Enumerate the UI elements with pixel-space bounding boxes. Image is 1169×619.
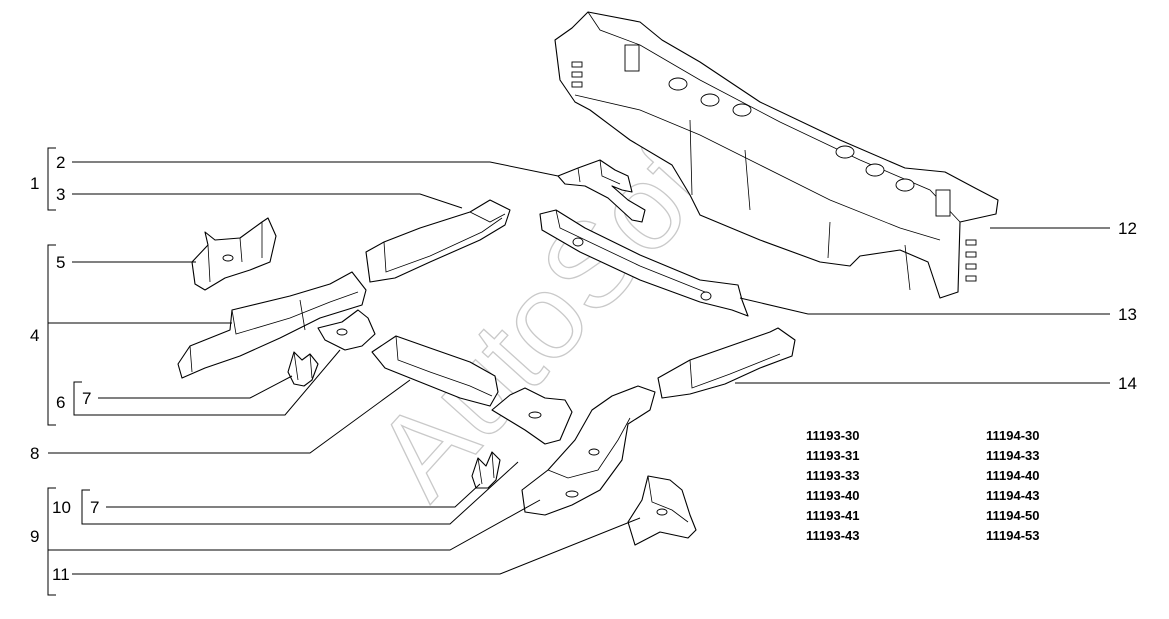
label-7-upper: 7 — [82, 389, 91, 408]
part-13-crossmember — [539, 209, 749, 317]
label-10: 10 — [52, 498, 71, 517]
code-right-4: 11194-43 — [986, 488, 1040, 503]
code-right-1: 11194-30 — [986, 428, 1040, 443]
part-plate-lower — [491, 387, 573, 445]
code-right-6: 11194-53 — [986, 528, 1040, 543]
leader-3 — [72, 193, 463, 209]
part-11-bracket — [627, 475, 697, 546]
label-7-lower: 7 — [90, 498, 99, 517]
code-right-5: 11194-50 — [986, 508, 1040, 523]
part-2-bracket — [557, 159, 646, 223]
code-left-5: 11193-41 — [806, 508, 860, 523]
label-3: 3 — [56, 185, 65, 204]
label-14: 14 — [1118, 374, 1137, 393]
leader-6 — [74, 349, 341, 416]
label-6: 6 — [56, 393, 65, 412]
model-codes-right: 11194-30 11194-33 11194-40 11194-43 1119… — [986, 428, 1040, 543]
leader-11 — [72, 517, 641, 575]
code-left-3: 11193-33 — [806, 468, 860, 483]
code-right-2: 11194-33 — [986, 448, 1040, 463]
label-1: 1 — [30, 174, 39, 193]
code-left-1: 11193-30 — [806, 428, 860, 443]
part-plate-mid — [317, 309, 376, 351]
part-3-long-rail — [365, 199, 511, 283]
leader-lines — [48, 161, 1110, 575]
label-11: 11 — [52, 565, 70, 584]
part-numbers: 1 2 3 5 4 6 7 8 10 7 9 11 12 13 14 — [30, 153, 1137, 584]
code-left-6: 11193-43 — [806, 528, 860, 543]
label-brackets — [47, 147, 90, 596]
leader-8 — [48, 379, 411, 454]
leader-13 — [739, 297, 1110, 315]
label-13: 13 — [1118, 305, 1137, 324]
part-7-bracket-lower — [471, 451, 501, 489]
part-9-side-member-lower — [521, 385, 656, 516]
leader-7b — [106, 483, 481, 508]
label-5: 5 — [56, 253, 65, 272]
code-right-3: 11194-40 — [986, 468, 1040, 483]
code-left-4: 11193-40 — [806, 488, 860, 503]
label-8: 8 — [30, 444, 39, 463]
part-12-rear-panel — [554, 11, 999, 299]
leader-10 — [82, 461, 519, 525]
part-5-bracket — [191, 217, 277, 291]
leader-9 — [48, 499, 541, 551]
part-7-bracket-upper — [287, 351, 319, 387]
part-8-channel — [371, 335, 499, 407]
label-9: 9 — [30, 527, 39, 546]
leader-7a — [98, 375, 293, 399]
label-2: 2 — [56, 153, 65, 172]
part-14-rear-rail — [657, 327, 796, 399]
label-12: 12 — [1118, 219, 1137, 238]
model-codes-left: 11193-30 11193-31 11193-33 11193-40 1119… — [806, 428, 860, 543]
label-4: 4 — [30, 326, 39, 345]
code-left-2: 11193-31 — [806, 448, 860, 463]
leader-2 — [72, 161, 559, 177]
